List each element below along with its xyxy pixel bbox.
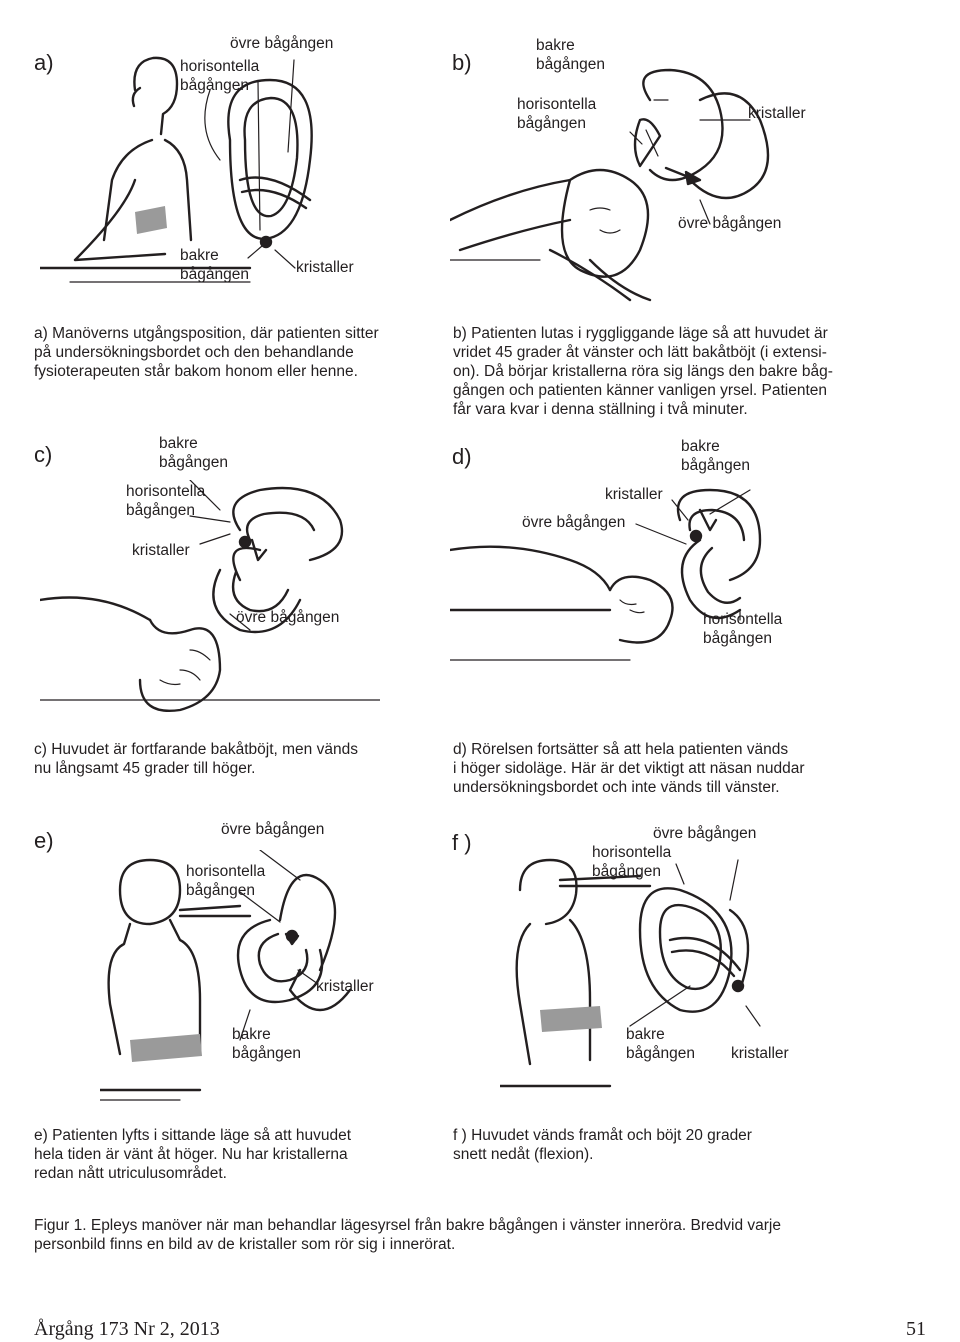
panel-e-caption: e) Patienten lyfts i sittande läge så at… (34, 1126, 351, 1183)
panel-d-label-kristaller: kristaller (605, 485, 663, 504)
panel-b-label-ovre: övre bågången (678, 214, 781, 233)
panel-c-illustration (40, 480, 380, 720)
panel-e-label-ovre: övre bågången (221, 820, 324, 839)
panel-d-caption: d) Rörelsen fortsätter så att hela patie… (453, 740, 805, 797)
panel-a-label-kristaller: kristaller (296, 258, 354, 277)
panel-a-label-horisontella: horisontella bågången (180, 57, 259, 95)
panel-b-illustration (450, 60, 790, 320)
panel-d-label-bakre: bakre bågången (681, 437, 750, 475)
panel-e-letter: e) (34, 828, 54, 854)
panel-f-label-bakre: bakre bågången (626, 1025, 695, 1063)
panel-d-label-ovre: övre bågången (522, 513, 625, 532)
panel-e-label-bakre: bakre bågången (232, 1025, 301, 1063)
panel-c-caption: c) Huvudet är fortfarande bakåtböjt, men… (34, 740, 358, 778)
panel-c-label-kristaller: kristaller (132, 541, 190, 560)
panel-f-caption: f ) Huvudet vänds framåt och böjt 20 gra… (453, 1126, 752, 1164)
panel-e-label-horisontella: horisontella bågången (186, 862, 265, 900)
panel-b-label-bakre: bakre bågången (536, 36, 605, 74)
panel-d-illustration (450, 480, 790, 680)
figure-caption: Figur 1. Epleys manöver när man behandla… (34, 1216, 781, 1254)
panel-e-label-kristaller: kristaller (316, 977, 374, 996)
journal-issue: Årgång 173 Nr 2, 2013 (34, 1318, 220, 1341)
panel-f-label-ovre: övre bågången (653, 824, 756, 843)
panel-d-label-horisontella: horisontella bågången (703, 610, 782, 648)
panel-c-label-ovre: övre bågången (236, 608, 339, 627)
page-number: 51 (906, 1318, 926, 1341)
panel-f-letter: f ) (452, 830, 472, 856)
panel-f-label-horisontella: horisontella bågången (592, 843, 671, 881)
panel-b-label-horisontella: horisontella bågången (517, 95, 596, 133)
panel-a-label-ovre: övre bågången (230, 34, 333, 53)
panel-c-letter: c) (34, 442, 52, 468)
panel-c-label-horisontella: horisontella bågången (126, 482, 205, 520)
panel-b-label-kristaller: kristaller (748, 104, 806, 123)
panel-f-label-kristaller: kristaller (731, 1044, 789, 1063)
panel-a-caption: a) Manöverns utgångsposition, där patien… (34, 324, 379, 381)
panel-d-letter: d) (452, 444, 472, 470)
panel-a-label-bakre: bakre bågången (180, 246, 249, 284)
panel-c-label-bakre: bakre bågången (159, 434, 228, 472)
panel-b-caption: b) Patienten lutas i ryggliggande läge s… (453, 324, 833, 419)
